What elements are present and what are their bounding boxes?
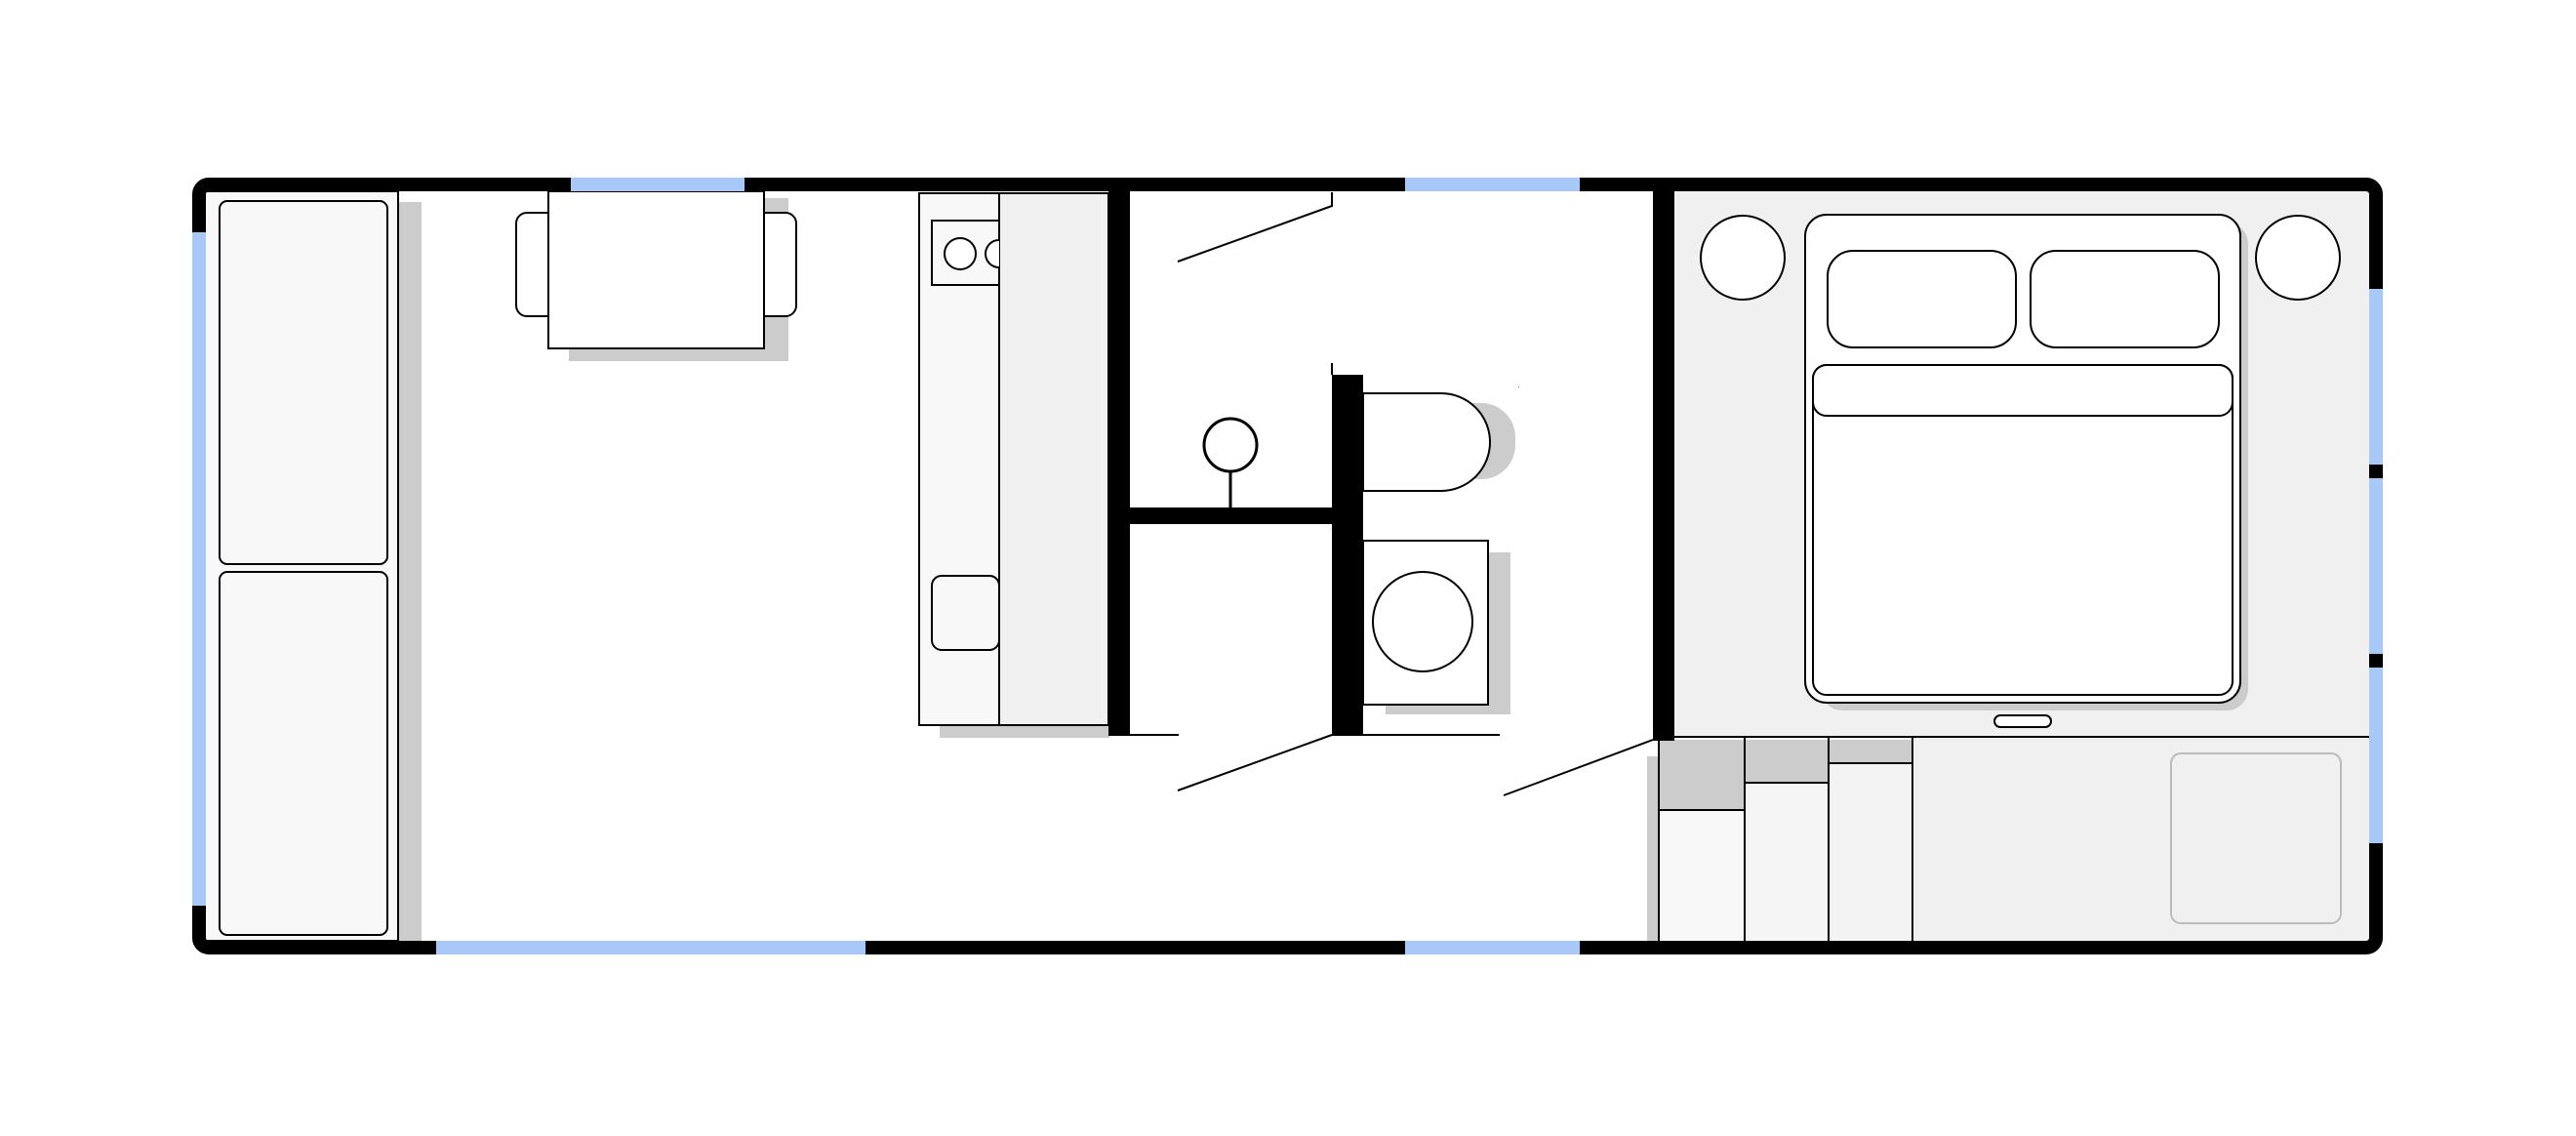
kitchen-island [998, 192, 1109, 726]
window-bottom-bath [1405, 941, 1580, 954]
window-right-1 [2369, 289, 2383, 465]
toilet [1362, 392, 1491, 492]
bed-blanket-fold [1812, 364, 2234, 417]
window-bottom-living [436, 941, 865, 954]
kitchen [918, 192, 1109, 726]
window-right-2 [2369, 478, 2383, 654]
shower-head [1202, 417, 1259, 473]
dining-chair-left [515, 212, 549, 317]
window-top-dining [571, 178, 745, 191]
bedroom [1658, 214, 2369, 943]
left-sofa [204, 190, 399, 942]
window-top-bath [1405, 178, 1580, 191]
bed-pillow-right [2030, 250, 2220, 348]
window-left [192, 232, 206, 906]
doors [1130, 192, 1654, 796]
bed-pillow-left [1827, 250, 2017, 348]
dining-table [547, 190, 765, 349]
wardrobe-units [1658, 737, 1913, 943]
dining-set [515, 190, 797, 349]
window-right-3 [2369, 668, 2383, 843]
nightstand-right [2255, 215, 2341, 301]
windows [192, 178, 2383, 954]
washing-machine-drum [1372, 571, 1473, 672]
kitchen-sink [931, 575, 1000, 651]
nightstand-left [1700, 215, 1786, 301]
interior-walls [1108, 191, 1674, 741]
rug [2170, 752, 2342, 924]
bed-footboard-handle [1993, 714, 2052, 728]
dining-chair-right [763, 212, 797, 317]
bathroom [1202, 386, 1519, 706]
